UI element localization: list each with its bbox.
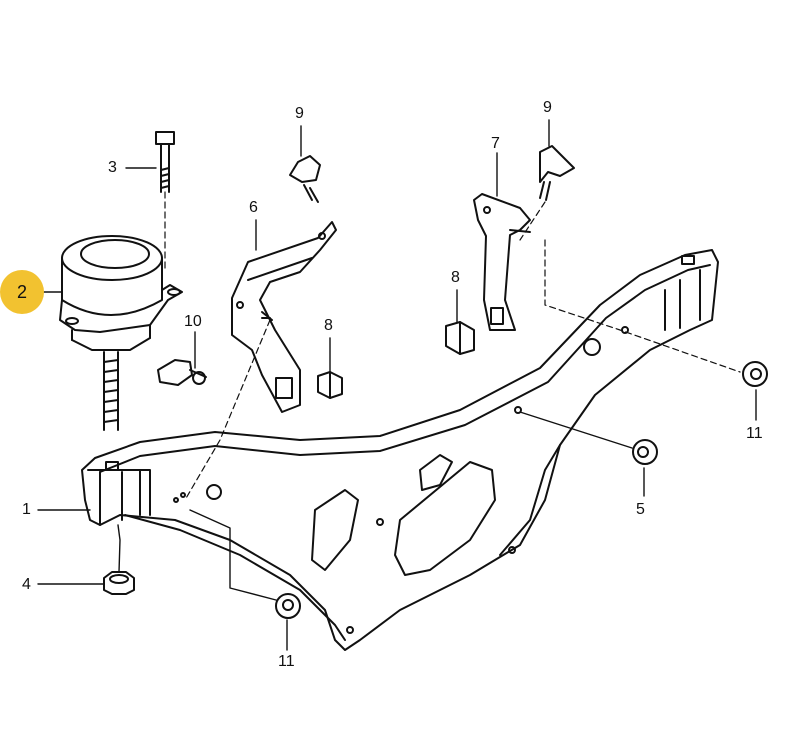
cross-member <box>81 249 719 651</box>
clip-8-left <box>317 371 343 399</box>
callout-9-right[interactable]: 9 <box>543 99 552 116</box>
callout-4[interactable]: 4 <box>22 576 31 593</box>
bracket-7 <box>473 193 741 373</box>
bolt <box>155 131 175 271</box>
callout-6[interactable]: 6 <box>249 199 258 216</box>
callout-5[interactable]: 5 <box>636 501 645 518</box>
callout-10[interactable]: 10 <box>184 313 202 330</box>
cable-tie-9-right <box>519 145 575 241</box>
callout-8-right[interactable]: 8 <box>451 269 460 286</box>
bracket-6 <box>184 221 337 501</box>
callout-3[interactable]: 3 <box>108 159 117 176</box>
callout-8-left[interactable]: 8 <box>324 317 333 334</box>
callout-7[interactable]: 7 <box>491 135 500 152</box>
callout-11-bottom[interactable]: 11 <box>278 653 295 670</box>
clip-8-right <box>445 321 475 355</box>
leader-lines <box>37 119 757 651</box>
nut-11-right <box>742 361 768 387</box>
callout-1[interactable]: 1 <box>22 501 31 518</box>
nut-4 <box>103 524 135 595</box>
engine-mount <box>59 235 183 431</box>
callout-badge-2[interactable]: 2 <box>0 270 44 314</box>
clip-10 <box>157 359 207 386</box>
nut-11-bottom <box>189 509 301 619</box>
callout-9-left[interactable]: 9 <box>295 105 304 122</box>
callout-11-right[interactable]: 11 <box>746 425 763 442</box>
nut-5 <box>519 411 658 465</box>
cable-tie-9-left <box>289 155 321 203</box>
